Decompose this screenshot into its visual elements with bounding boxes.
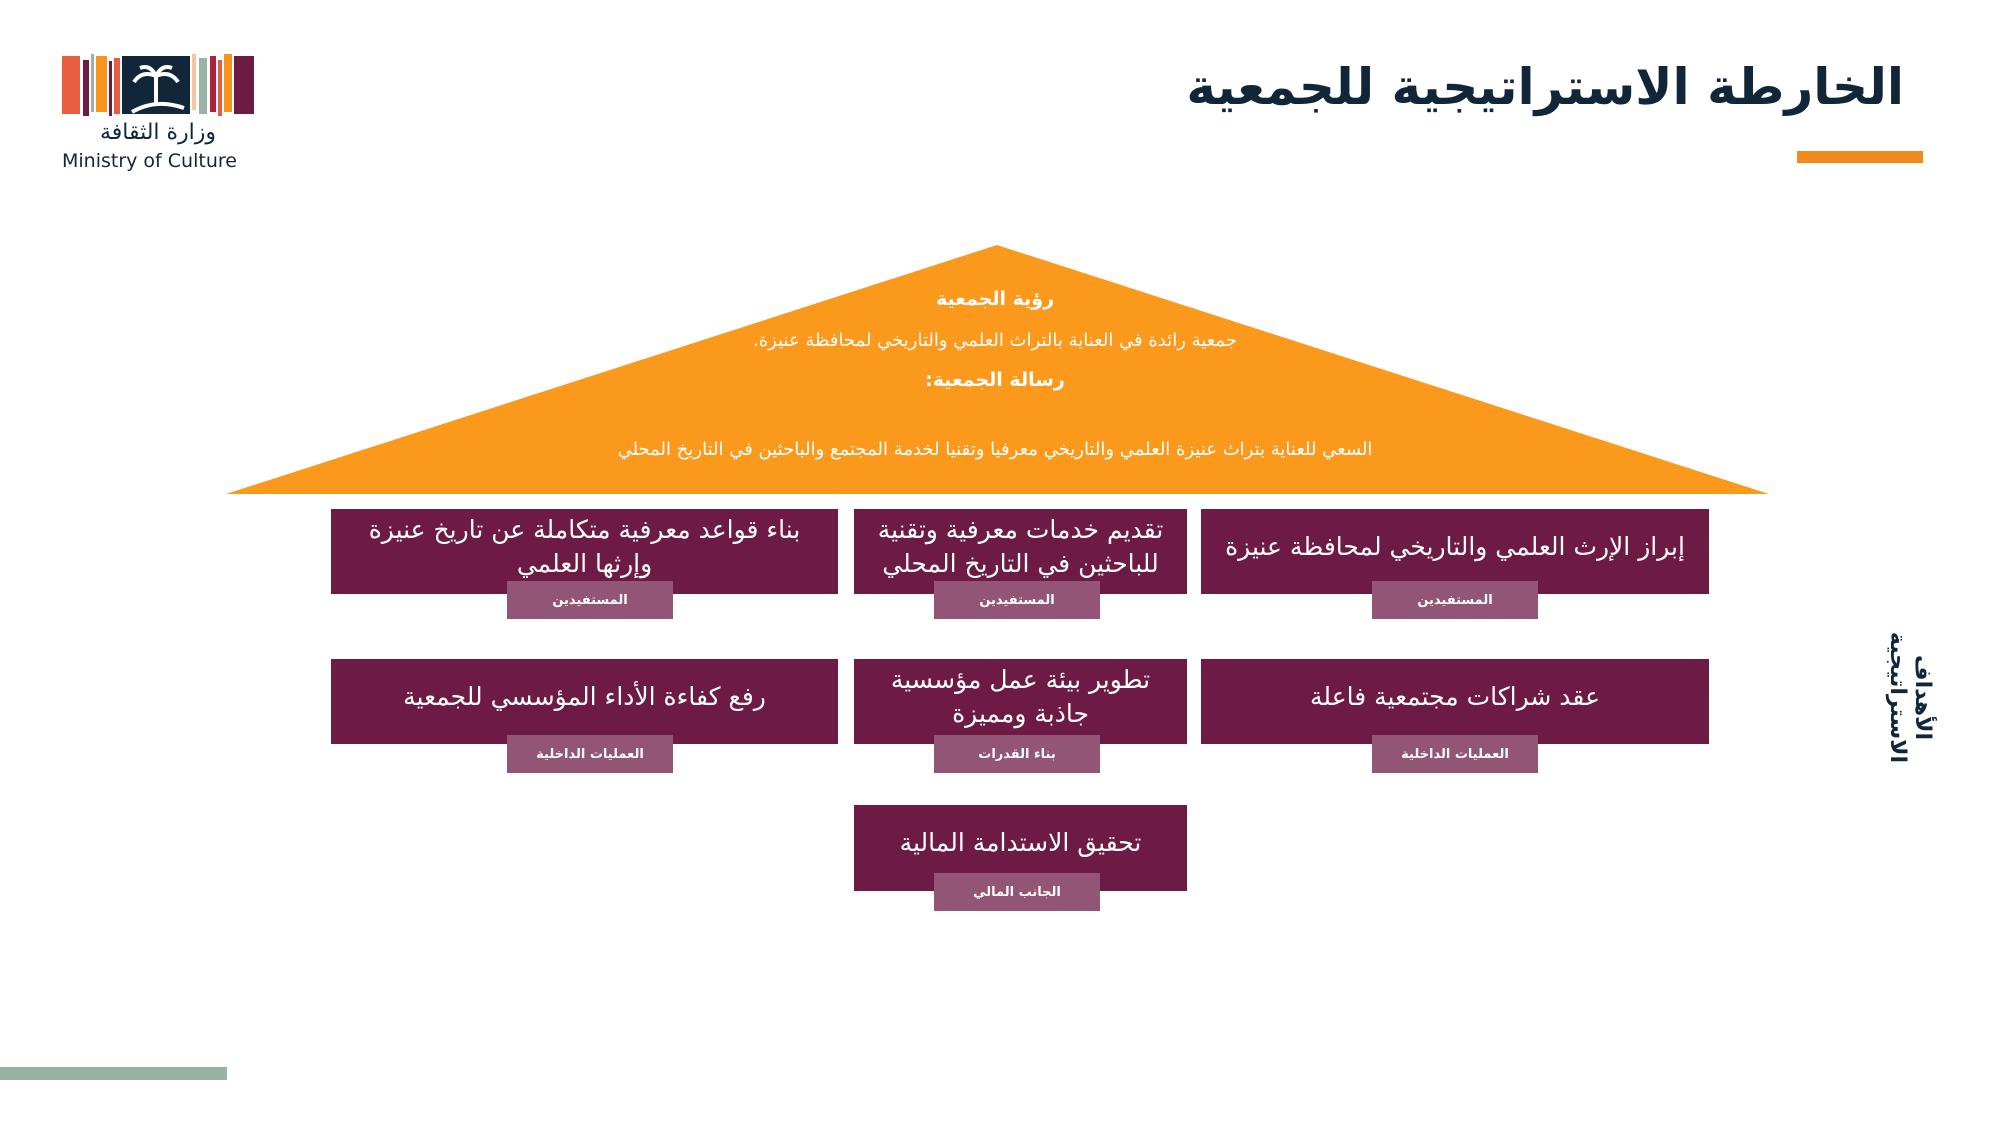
goal-box: رفع كفاءة الأداء المؤسسي للجمعية: [331, 659, 838, 744]
logo-english-text: Ministry of Culture: [62, 150, 237, 172]
goal-tag: المستفيدين: [1372, 581, 1538, 619]
goal-tag: العمليات الداخلية: [507, 735, 673, 773]
goal-box: إبراز الإرث العلمي والتاريخي لمحافظة عني…: [1201, 509, 1709, 594]
vision-title: رؤية الجمعية: [935, 288, 1055, 310]
mission-text: السعي للعناية بتراث عنيزة العلمي والتاري…: [617, 439, 1373, 460]
ministry-of-culture-logo: وزارة الثقافة Ministry of Culture: [62, 54, 262, 179]
goal-tag: المستفيدين: [934, 581, 1100, 619]
goal-box: تحقيق الاستدامة المالية: [854, 805, 1187, 891]
mission-title: رسالة الجمعية:: [925, 369, 1065, 391]
vision-text: جمعية رائدة في العناية بالتراث العلمي وا…: [753, 330, 1237, 351]
page-title: الخارطة الاستراتيجية للجمعية: [1186, 58, 1904, 116]
goal-tag: بناء القدرات: [934, 735, 1100, 773]
side-label-line1: الأهداف: [1909, 655, 1935, 740]
goal-box: عقد شراكات مجتمعية فاعلة: [1201, 659, 1709, 744]
side-label-line2: الاستراتيجية: [1885, 631, 1911, 764]
goal-tag: العمليات الداخلية: [1372, 735, 1538, 773]
goal-box: تقديم خدمات معرفية وتقنية للباحثين في ال…: [854, 509, 1187, 594]
strategic-goals-label: الأهداف الاستراتيجية: [1850, 632, 1940, 763]
goal-box: تطوير بيئة عمل مؤسسية جاذبة ومميزة: [854, 659, 1187, 744]
logo-arabic-text: وزارة الثقافة: [99, 120, 217, 145]
logo-bars-icon: [62, 54, 254, 116]
goal-box: بناء قواعد معرفية متكاملة عن تاريخ عنيزة…: [331, 509, 838, 594]
title-underline: [1797, 151, 1923, 163]
footer-accent-bar: [0, 1067, 227, 1080]
goal-tag: الجانب المالي: [934, 873, 1100, 911]
goal-tag: المستفيدين: [507, 581, 673, 619]
